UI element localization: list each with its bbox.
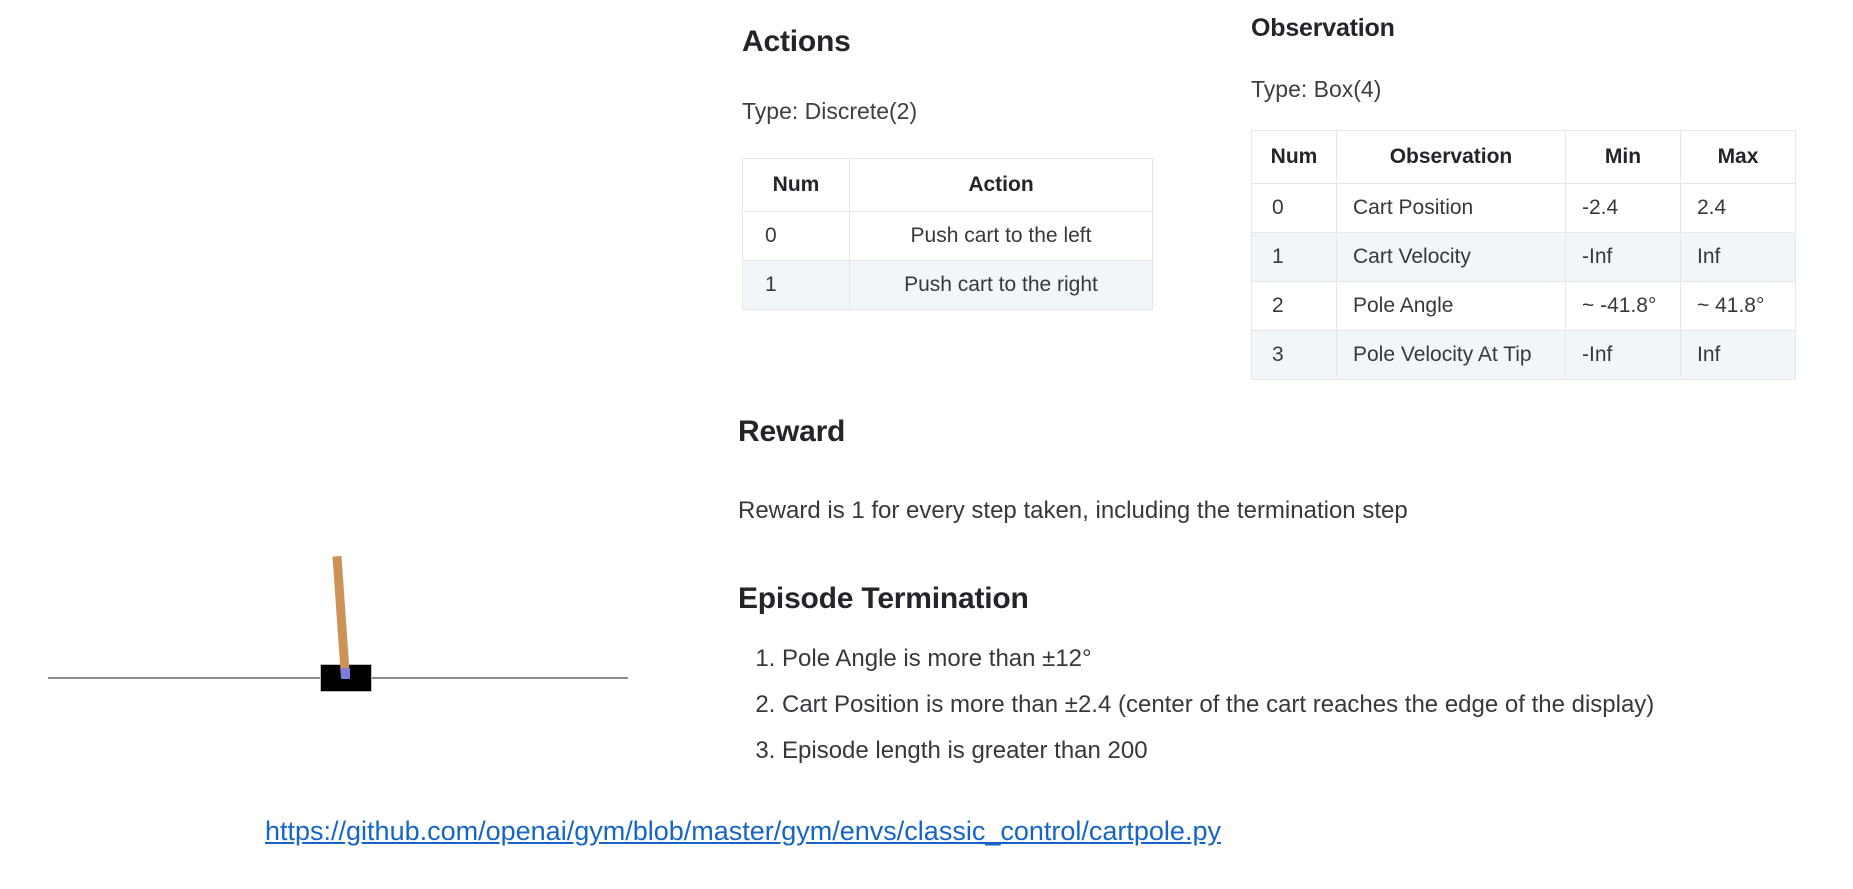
observation-table: Num Observation Min Max 0 Cart Position … (1251, 130, 1796, 380)
list-item: Pole Angle is more than ±12° (782, 645, 1654, 673)
observation-cell-num: 1 (1251, 232, 1337, 282)
observation-header-max: Max (1680, 130, 1796, 184)
observation-heading: Observation (1251, 14, 1395, 42)
table-row: 2 Pole Angle ~ -41.8° ~ 41.8° (1251, 281, 1796, 331)
observation-cell-observation: Cart Position (1336, 183, 1566, 233)
actions-header-action: Action (849, 158, 1153, 212)
observation-cell-max: Inf (1680, 330, 1796, 380)
table-header-row: Num Action (742, 158, 1153, 212)
actions-cell-action: Push cart to the left (849, 211, 1153, 261)
observation-cell-observation: Pole Angle (1336, 281, 1566, 331)
observation-cell-num: 3 (1251, 330, 1337, 380)
table-row: 1 Push cart to the right (742, 260, 1153, 310)
list-item: Episode length is greater than 200 (782, 737, 1654, 765)
observation-header-num: Num (1251, 130, 1337, 184)
pole-axle (341, 668, 350, 679)
table-row: 0 Cart Position -2.4 2.4 (1251, 183, 1796, 233)
table-header-row: Num Observation Min Max (1251, 130, 1796, 184)
observation-header-observation: Observation (1336, 130, 1566, 184)
observation-cell-max: ~ 41.8° (1680, 281, 1796, 331)
observation-cell-max: 2.4 (1680, 183, 1796, 233)
observation-header-min: Min (1565, 130, 1681, 184)
observation-cell-min: ~ -41.8° (1565, 281, 1681, 331)
actions-table: Num Action 0 Push cart to the left 1 Pus… (742, 158, 1153, 310)
observation-cell-min: -Inf (1565, 232, 1681, 282)
observation-cell-max: Inf (1680, 232, 1796, 282)
actions-type-label: Type: Discrete(2) (742, 98, 918, 124)
observation-cell-num: 2 (1251, 281, 1337, 331)
observation-cell-num: 0 (1251, 183, 1337, 233)
cartpole-illustration (0, 250, 680, 692)
table-row: 1 Cart Velocity -Inf Inf (1251, 232, 1796, 282)
observation-type-label: Type: Box(4) (1251, 76, 1382, 102)
actions-cell-num: 0 (742, 211, 850, 261)
actions-cell-action: Push cart to the right (849, 260, 1153, 310)
actions-header-num: Num (742, 158, 850, 212)
observation-cell-min: -2.4 (1565, 183, 1681, 233)
reward-description: Reward is 1 for every step taken, includ… (738, 497, 1408, 524)
table-row: 3 Pole Velocity At Tip -Inf Inf (1251, 330, 1796, 380)
source-url-link[interactable]: https://github.com/openai/gym/blob/maste… (265, 816, 1221, 846)
pole (332, 555, 350, 679)
episode-termination-heading: Episode Termination (738, 582, 1029, 615)
list-item: Cart Position is more than ±2.4 (center … (782, 691, 1654, 719)
table-row: 0 Push cart to the left (742, 211, 1153, 261)
reward-heading: Reward (738, 415, 846, 448)
observation-cell-observation: Pole Velocity At Tip (1336, 330, 1566, 380)
actions-heading: Actions (742, 25, 851, 58)
actions-cell-num: 1 (742, 260, 850, 310)
observation-cell-min: -Inf (1565, 330, 1681, 380)
episode-termination-list: Pole Angle is more than ±12° Cart Positi… (738, 645, 1654, 783)
observation-cell-observation: Cart Velocity (1336, 232, 1566, 282)
